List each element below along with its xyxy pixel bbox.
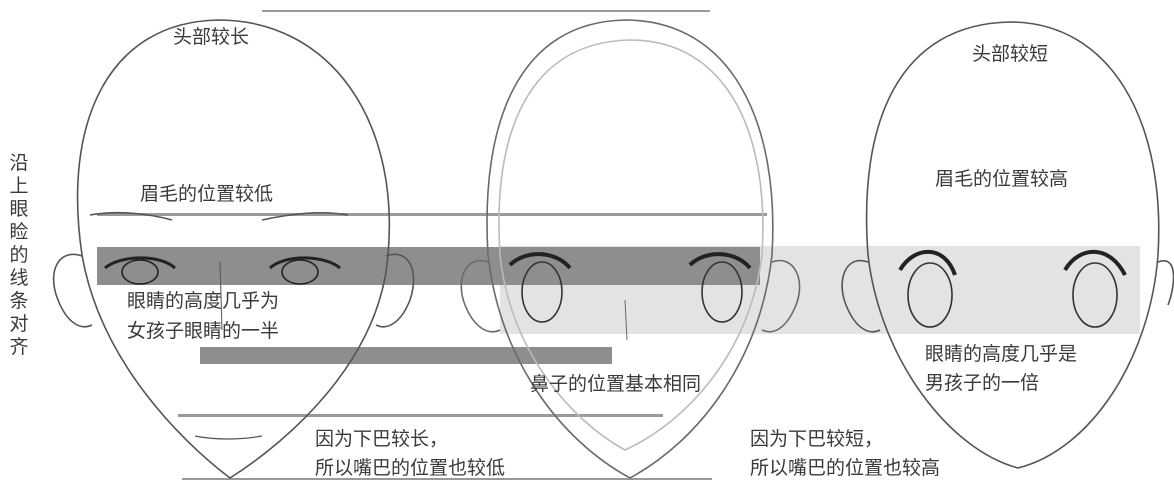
- vertical-char: 齐: [9, 336, 29, 358]
- vertical-char: 线: [9, 267, 29, 289]
- eyelid-alignment-band: [97, 247, 760, 285]
- vertical-char: 条: [9, 290, 29, 312]
- nose-label: 鼻子的位置基本相同: [530, 373, 702, 395]
- overlay-face: [460, 19, 801, 479]
- boy-brow-label: 眉毛的位置较高: [935, 168, 1069, 190]
- mouth-guide-line: [178, 414, 663, 417]
- vertical-char: 上: [9, 175, 29, 197]
- vertical-annotation: 沿 上 眼 睑 的 线 条 对 齐: [8, 152, 30, 359]
- girl-eye-label-1: 眼睛的高度几乎为: [127, 290, 280, 312]
- nose-guide-band: [200, 347, 612, 364]
- top-guide-line: [262, 10, 710, 12]
- boy-face: [841, 21, 1174, 469]
- vertical-char: 睑: [9, 221, 29, 243]
- boy-chin-label-1: 因为下巴较短，: [750, 428, 884, 450]
- girl-face: [52, 19, 415, 479]
- bottom-guide-line: [182, 478, 712, 480]
- vertical-char: 眼: [9, 198, 29, 220]
- boy-head-label: 头部较短: [972, 43, 1049, 65]
- boy-eye-label-2: 男孩子的一倍: [925, 372, 1040, 394]
- vertical-char: 的: [9, 244, 29, 266]
- brow-guide-line: [97, 213, 767, 216]
- girl-chin-label-2: 所以嘴巴的位置也较低: [315, 457, 506, 479]
- girl-head-label: 头部较长: [173, 26, 250, 48]
- vertical-char: 对: [9, 313, 29, 335]
- boy-chin-label-2: 所以嘴巴的位置也较高: [750, 457, 941, 479]
- vertical-char: 沿: [9, 152, 29, 174]
- girl-eye-label-2: 女孩子眼睛的一半: [127, 320, 280, 342]
- girl-brow-label: 眉毛的位置较低: [140, 183, 274, 205]
- girl-chin-label-1: 因为下巴较长，: [315, 428, 449, 450]
- boy-eye-label-1: 眼睛的高度几乎是: [925, 343, 1078, 365]
